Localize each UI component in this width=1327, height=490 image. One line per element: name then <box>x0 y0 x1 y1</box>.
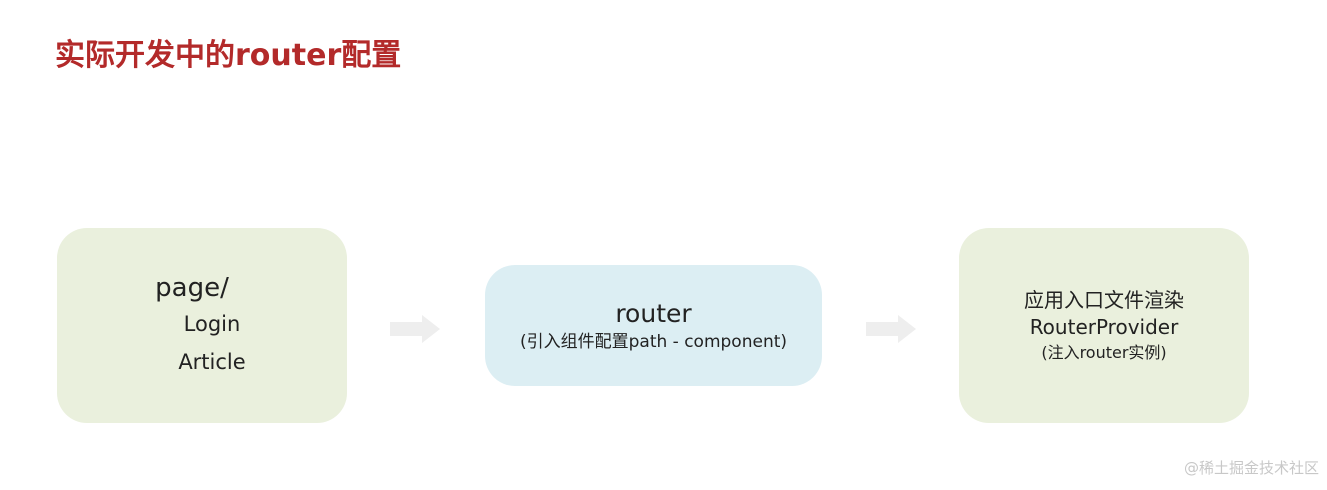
pages-box: page/ Login Article <box>57 228 347 423</box>
router-subtitle: (引入组件配置path - component) <box>519 331 788 352</box>
arrow-right-icon <box>866 315 916 343</box>
router-box: router (引入组件配置path - component) <box>485 265 822 386</box>
entry-line-2: RouterProvider <box>1029 314 1179 339</box>
entry-line-1: 应用入口文件渲染 <box>1024 287 1184 312</box>
pages-heading: page/ <box>155 272 229 303</box>
slide-title: 实际开发中的router配置 <box>55 38 402 73</box>
pages-item-article: Article <box>178 349 246 374</box>
router-heading: router <box>615 298 692 328</box>
entry-subtitle: (注入router实例) <box>1041 342 1167 362</box>
watermark: @稀土掘金技术社区 <box>1183 459 1319 477</box>
arrow-right-icon <box>390 315 440 343</box>
pages-item-login: Login <box>183 311 241 336</box>
entry-box: 应用入口文件渲染 RouterProvider (注入router实例) <box>959 228 1249 423</box>
